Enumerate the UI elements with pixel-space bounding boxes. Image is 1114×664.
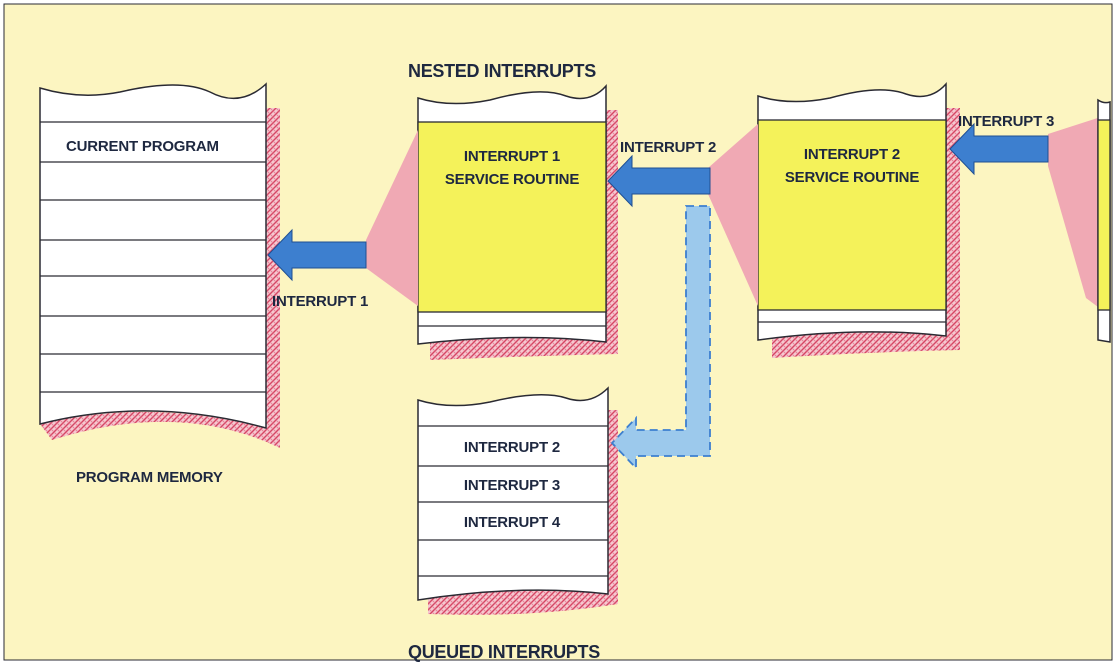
queued-row-2: INTERRUPT 3 <box>464 477 560 494</box>
interrupt-2-routine-label: INTERRUPT 2 <box>804 146 900 163</box>
queued-row-3: INTERRUPT 4 <box>464 514 561 531</box>
interrupt-1-stack: INTERRUPT 1 SERVICE ROUTINE <box>418 86 618 360</box>
queued-row-1: INTERRUPT 2 <box>464 439 560 456</box>
program-memory-body <box>40 84 266 428</box>
program-memory-title: PROGRAM MEMORY <box>76 469 223 486</box>
queued-interrupts-stack: INTERRUPT 2 INTERRUPT 3 INTERRUPT 4 <box>418 388 618 615</box>
interrupt-1-routine-sublabel: SERVICE ROUTINE <box>445 171 579 188</box>
nested-interrupts-title: NESTED INTERRUPTS <box>408 61 596 81</box>
interrupt-2-stack: INTERRUPT 2 SERVICE ROUTINE <box>758 84 960 358</box>
queued-interrupts-title: QUEUED INTERRUPTS <box>408 642 600 662</box>
program-memory-row-1: CURRENT PROGRAM <box>66 138 219 155</box>
queued-stack-body <box>418 388 608 600</box>
arrow-interrupt-2-label: INTERRUPT 2 <box>620 139 716 156</box>
arrow-interrupt-1-label: INTERRUPT 1 <box>272 293 368 310</box>
interrupt-1-routine-label: INTERRUPT 1 <box>464 148 560 165</box>
program-memory-stack: CURRENT PROGRAM <box>40 84 280 448</box>
interrupt-2-routine-sublabel: SERVICE ROUTINE <box>785 169 919 186</box>
interrupt-3-routine-box <box>1098 120 1110 310</box>
arrow-interrupt-3-label: INTERRUPT 3 <box>958 113 1054 130</box>
